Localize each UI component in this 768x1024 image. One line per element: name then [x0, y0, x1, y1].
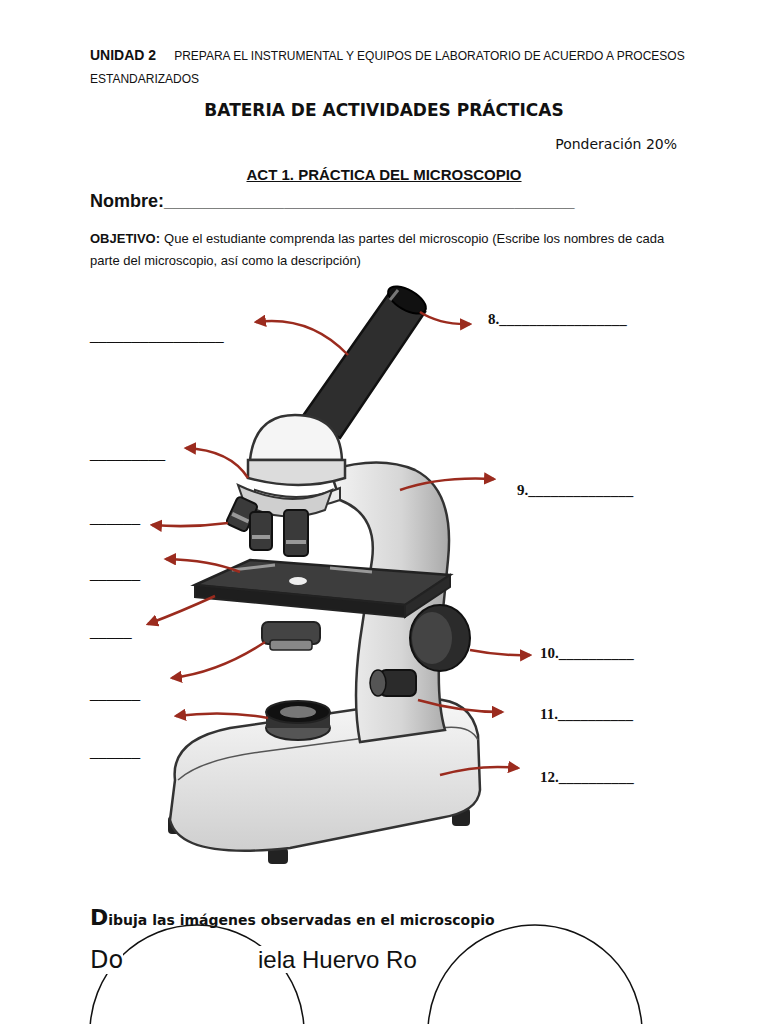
fine-knob [370, 670, 416, 696]
objective-label: OBJETIVO: [90, 231, 160, 246]
answer-line: ______ [90, 684, 140, 701]
text-group: iela Huervo Ro [258, 946, 417, 974]
text-group: 8._________________ [488, 310, 627, 328]
drop-cap: D [90, 905, 108, 930]
text-group: ________________ [90, 326, 223, 344]
text-group: ______ [90, 742, 140, 760]
unit-description: PREPARA EL INSTRUMENTAL Y EQUIPOS DE LAB… [90, 49, 685, 86]
text-group: 9.______________ [517, 481, 633, 499]
name-field: Nombre:_________________________________… [90, 191, 574, 211]
text-group: ______ [90, 564, 140, 582]
author-fragment: iela Huervo Ro [258, 946, 417, 973]
page-title: BATERIA DE ACTIVIDADES PRÁCTICAS [204, 100, 563, 120]
text-group: Dibuja las imágenes observadas en el mic… [90, 905, 690, 930]
author-fragment: Do [90, 946, 123, 974]
condenser [262, 622, 320, 650]
text-group: Do [90, 946, 123, 974]
callout-number: 8._________________ [488, 311, 627, 327]
text-group: _____ [90, 622, 132, 640]
text-group: Ponderación 20% [440, 135, 677, 153]
activity-heading: ACT 1. PRÁCTICA DEL MICROSCOPIO [246, 166, 521, 183]
text-group: OBJETIVO:Que el estudiante comprenda las… [90, 227, 670, 271]
weight-note: Ponderación 20% [555, 136, 677, 152]
unit-label: UNIDAD 2 [90, 47, 156, 63]
text-group: BATERIA DE ACTIVIDADES PRÁCTICAS [84, 100, 684, 120]
answer-line: ______ [90, 742, 140, 759]
text-group: ______ [90, 508, 140, 526]
callout-number: 11.__________ [540, 706, 633, 722]
callout-number: 9.______________ [517, 482, 633, 498]
text-group: 12.__________ [540, 768, 634, 786]
objectives [226, 485, 332, 556]
answer-line: _____ [90, 622, 132, 639]
base-top-edge [178, 727, 478, 780]
callout-number: 10.__________ [540, 645, 634, 661]
eyepiece-tube [300, 281, 430, 438]
answer-line: ______ [90, 508, 140, 525]
lamp [266, 701, 330, 740]
leader-arrows [148, 312, 530, 775]
text-group: _________ [90, 444, 165, 462]
callout-number: 12.__________ [540, 769, 634, 785]
coarse-knob [410, 605, 470, 671]
text-group: UNIDAD 2PREPARA EL INSTRUMENTAL Y EQUIPO… [90, 44, 690, 90]
text-group: Nombre:_________________________________… [90, 191, 650, 212]
text-group: ACT 1. PRÁCTICA DEL MICROSCOPIO [84, 166, 684, 184]
text-group: 10.__________ [540, 644, 634, 662]
text-group: ______ [90, 684, 140, 702]
drawing-instruction: ibuja las imágenes observadas en el micr… [108, 912, 494, 928]
objective-text: Que el estudiante comprenda las partes d… [90, 231, 664, 268]
text-group: 11.__________ [540, 705, 633, 723]
drawing-circles [90, 925, 642, 1024]
answer-line: ______ [90, 564, 140, 581]
answer-line: _________ [90, 444, 165, 461]
answer-line: ________________ [90, 326, 223, 343]
